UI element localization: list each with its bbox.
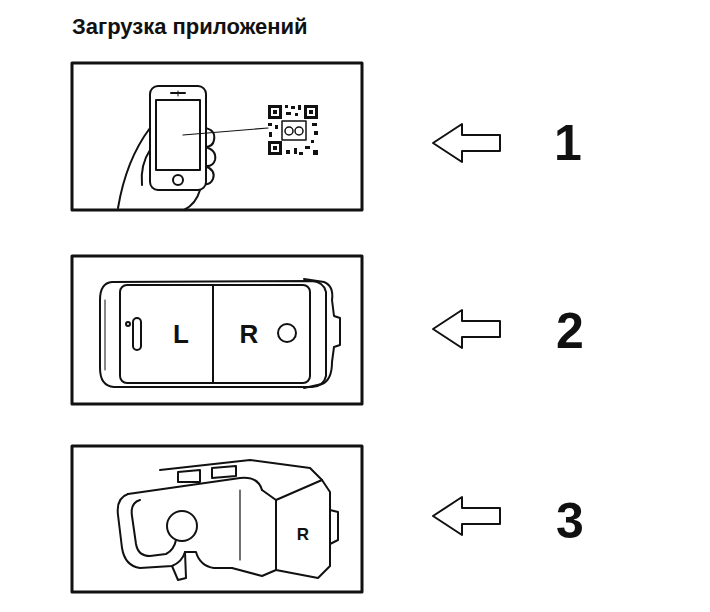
screen-divider: [212, 286, 214, 382]
body-detail: [178, 470, 200, 482]
panel-frame: [72, 256, 362, 404]
phone-button: [278, 324, 296, 342]
phone-camera: [126, 322, 130, 326]
pointer-arrow: [433, 124, 500, 162]
strap-clip: [330, 510, 338, 544]
body-side: [232, 490, 276, 576]
qr-module: [298, 105, 301, 110]
side-letter: R: [297, 526, 309, 543]
qr-module: [294, 148, 297, 154]
hand-outline: [118, 128, 150, 208]
pointer-arrow: [433, 497, 500, 535]
qr-module: [295, 113, 298, 116]
face-frame: [128, 478, 262, 494]
qr-logo: [282, 121, 306, 140]
phone-body: [150, 86, 206, 190]
face-frame: [118, 494, 232, 568]
phone-detail: [178, 91, 179, 96]
shell-edge: [105, 300, 106, 370]
headset-top-figure: [100, 279, 340, 388]
qr-finder: [273, 110, 277, 114]
qr-finder: [309, 110, 313, 114]
qr-module: [311, 140, 314, 143]
qr-code: [268, 105, 318, 155]
goggles-figure: [118, 460, 338, 580]
callout-number: 2: [556, 306, 584, 356]
page-title: Загрузка приложений: [72, 16, 308, 38]
phone-scan-figure: [118, 86, 268, 210]
body-edge: [239, 490, 240, 560]
hand-outline: [184, 190, 200, 210]
qr-finder: [304, 105, 318, 119]
lens: [167, 511, 197, 541]
qr-module: [286, 112, 291, 115]
qr-logo: [285, 127, 293, 135]
pointer-arrows: [433, 124, 500, 535]
screen-letter: R: [240, 321, 259, 347]
screen-letter: L: [173, 321, 189, 347]
qr-module: [313, 150, 318, 155]
phone-speaker: [133, 318, 141, 350]
qr-module: [285, 105, 288, 108]
qr-module: [312, 123, 317, 126]
qr-module: [291, 106, 295, 109]
panel-frames: [72, 63, 362, 592]
qr-module: [305, 146, 310, 149]
qr-finder: [273, 146, 277, 150]
headset-shell: [100, 281, 326, 387]
qr-module: [275, 125, 278, 129]
qr-module: [286, 150, 290, 154]
body-detail: [212, 466, 236, 478]
phone-body: [120, 285, 310, 383]
qr-module: [269, 132, 272, 137]
phone-screen: [156, 100, 200, 170]
body-side: [276, 480, 330, 578]
panel-frame: [72, 63, 362, 210]
phone-button: [173, 175, 183, 185]
callout-number: 1: [554, 118, 582, 168]
hand-outline: [142, 150, 150, 185]
qr-finder: [268, 141, 282, 155]
body-top: [160, 460, 322, 480]
pointer-arrow: [433, 310, 500, 348]
nose-piece: [172, 552, 186, 580]
panel-frame: [72, 446, 362, 592]
qr-finder: [307, 108, 315, 116]
scan-line: [183, 128, 268, 135]
callout-number: 3: [556, 496, 584, 546]
qr-finder: [268, 105, 282, 119]
face-frame-inner: [132, 500, 176, 556]
qr-finder: [271, 108, 279, 116]
qr-module: [268, 123, 272, 126]
qr-finder: [271, 144, 279, 152]
qr-module: [299, 152, 303, 155]
qr-logo: [295, 127, 303, 135]
qr-module: [314, 131, 318, 135]
